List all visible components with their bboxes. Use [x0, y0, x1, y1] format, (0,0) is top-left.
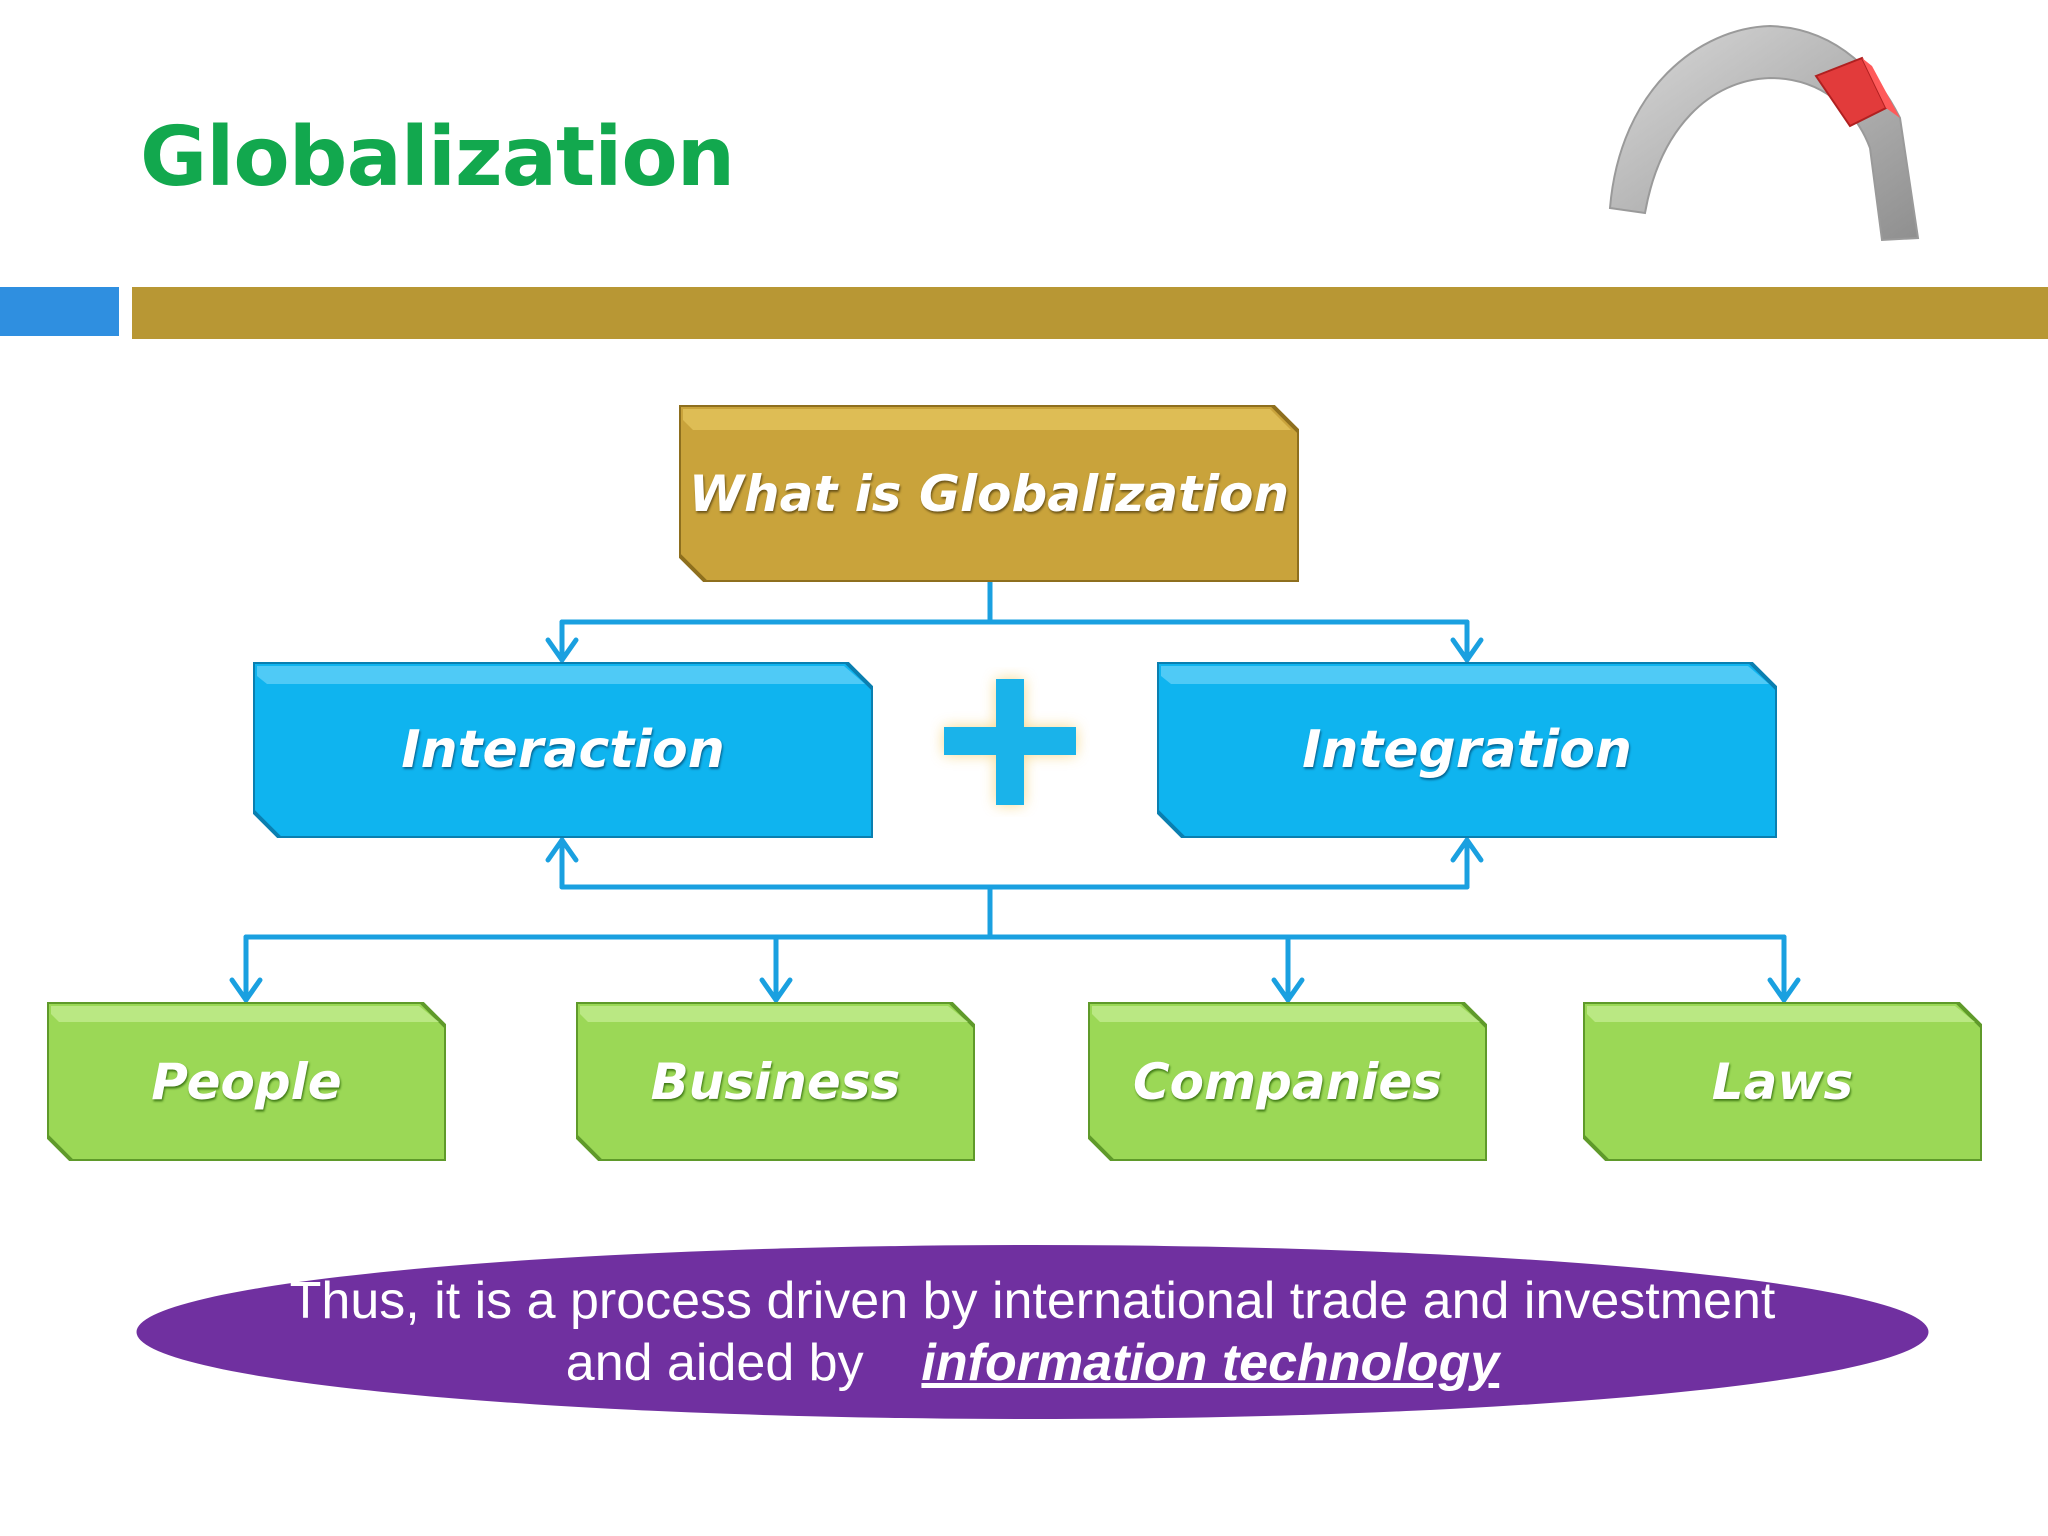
summary-line-1: Thus, it is a process driven by internat… — [289, 1272, 1776, 1330]
summary-line-2: and aided by information technology — [566, 1332, 1499, 1394]
root-node-box: What is Globalization — [679, 405, 1299, 582]
summary-emphasis-link: information technology — [921, 1334, 1500, 1392]
integration-label: Integration — [1302, 720, 1632, 780]
laws-label: Laws — [1711, 1052, 1854, 1111]
arch-keystone-icon — [1608, 24, 1920, 242]
interaction-label: Interaction — [401, 720, 725, 780]
summary-oval: Thus, it is a process driven by internat… — [134, 1243, 1931, 1421]
slide-title: Globalization — [140, 110, 735, 205]
companies-box: Companies — [1088, 1002, 1487, 1161]
people-box: People — [47, 1002, 446, 1161]
laws-box: Laws — [1583, 1002, 1982, 1161]
integration-box: Integration — [1157, 662, 1777, 838]
business-label: Business — [650, 1052, 901, 1111]
interaction-box: Interaction — [253, 662, 873, 838]
plus-icon — [944, 679, 1076, 805]
business-box: Business — [576, 1002, 975, 1161]
accent-bar-blue — [0, 287, 119, 336]
root-node-label: What is Globalization — [688, 464, 1290, 523]
companies-label: Companies — [1132, 1052, 1443, 1111]
summary-line-2-prefix: and aided by — [565, 1334, 864, 1392]
accent-bar-gold — [132, 287, 2048, 339]
people-label: People — [151, 1052, 342, 1111]
